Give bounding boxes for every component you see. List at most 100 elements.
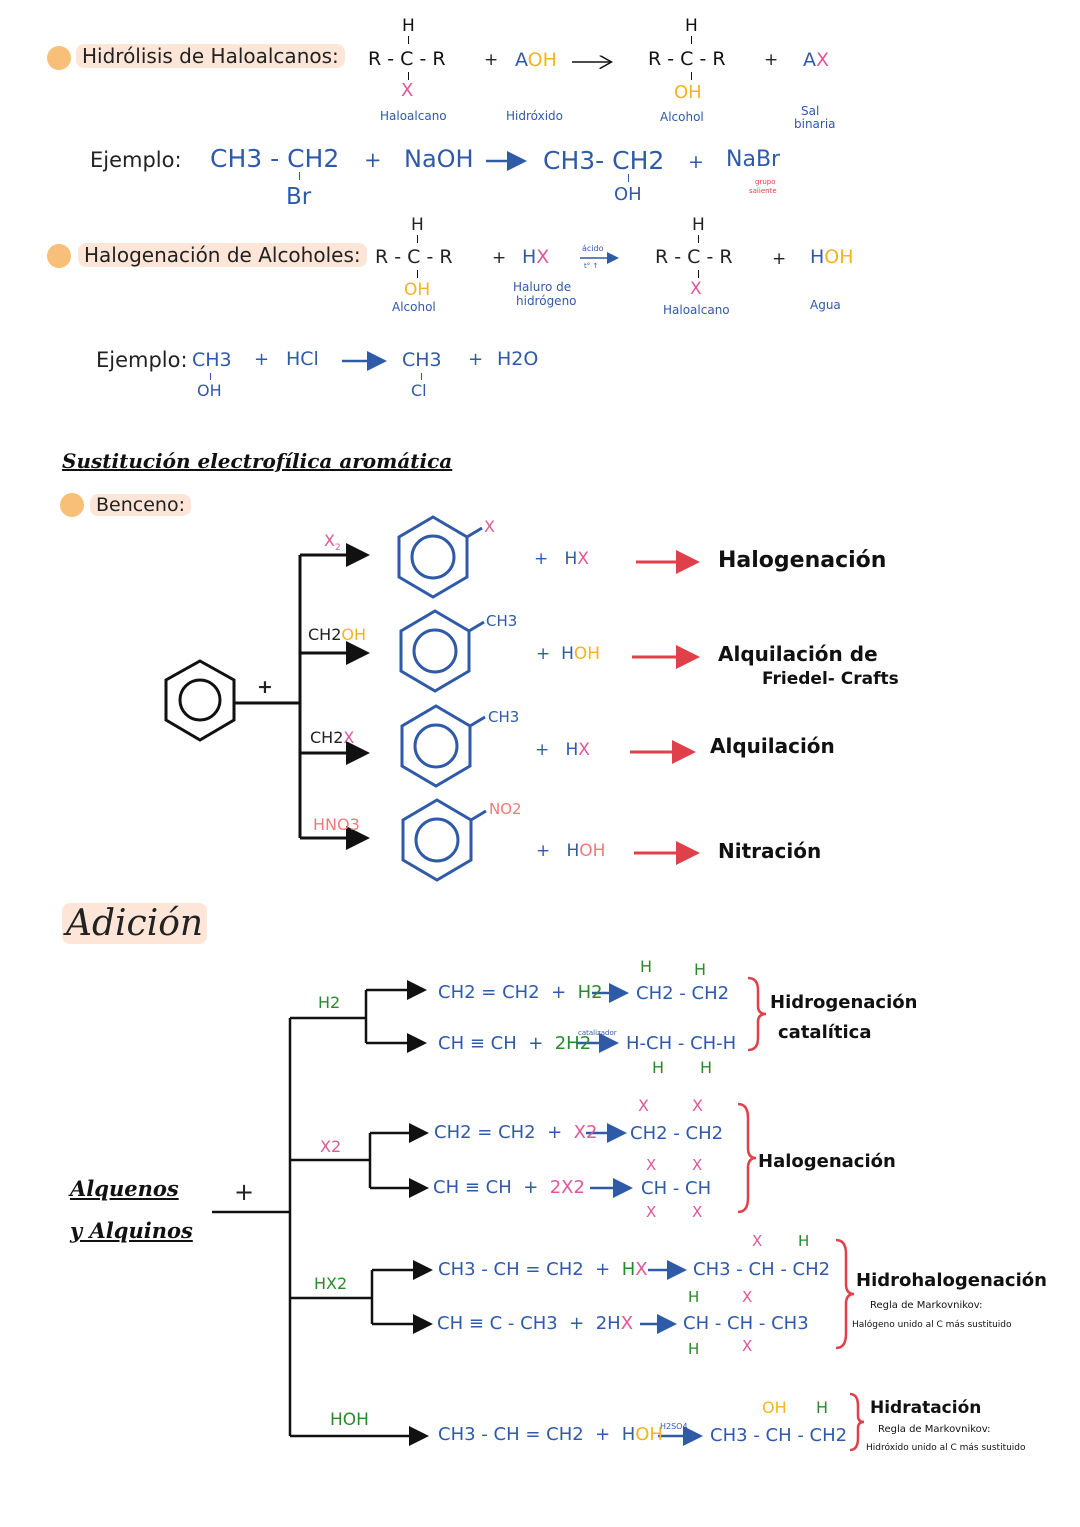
label-binaria: binaria — [794, 117, 836, 131]
hidrohalog-p1: CH3 - CH - CH2 — [693, 1259, 831, 1280]
condition-catalizador: catalizador — [578, 1029, 617, 1037]
plus-sign: + — [688, 151, 704, 173]
condition-h2so4: H2SO4 — [660, 1422, 688, 1431]
plus-sign: + — [772, 249, 787, 269]
x-atom: X — [742, 1288, 753, 1306]
example-oh: OH — [614, 184, 642, 205]
reagent-x2: X2 — [324, 531, 341, 554]
reaction-name-halogenacion: Halogenación — [718, 548, 887, 573]
x-atom: X — [692, 1203, 703, 1221]
h-atom: H — [640, 957, 653, 976]
h-atom: H — [685, 16, 698, 36]
example-oh: OH — [197, 381, 222, 400]
benzene-reactant — [164, 659, 236, 742]
example-h2o: H2O — [497, 348, 539, 370]
h-atom: H — [688, 1340, 700, 1358]
reaction-name-hidrogenacion: Hidrogenación — [770, 992, 918, 1013]
hydrog-r2: CH ≡ CH + 2H2 — [438, 1033, 592, 1054]
condition-acido: ácido — [582, 244, 604, 253]
label-sal: Sal — [801, 104, 820, 118]
benzene-products — [397, 515, 487, 882]
haloalkane-formula: R - C - R — [368, 48, 446, 70]
example-cl: Cl — [411, 381, 427, 400]
note-saliente: saliente — [749, 187, 777, 195]
reagent-hno3: HNO3 — [313, 815, 360, 834]
x-atom: X — [638, 1096, 649, 1115]
section-title-halogenacion-alcoholes: Halogenación de Alcoholes: — [78, 243, 367, 267]
bullet-dot — [47, 46, 71, 70]
h-atom: H — [402, 16, 415, 36]
plus-sign: + — [484, 50, 499, 70]
hx-formula: HX — [522, 246, 550, 268]
oh-group: OH — [404, 280, 431, 300]
reaction-name-alquilacion-fc: Alquilación de — [718, 642, 878, 666]
label-haloalcano: Haloalcano — [380, 109, 447, 123]
plus-sign: + — [257, 676, 273, 698]
h-atom: H — [694, 960, 707, 979]
example-nabr: NaBr — [726, 147, 781, 172]
x-atom: X — [690, 279, 702, 299]
note-markovnikov: Regla de Markovnikov: — [878, 1424, 991, 1435]
halog-p1: CH2 - CH2 — [630, 1123, 724, 1144]
label-alcohol: Alcohol — [392, 300, 436, 314]
plus-sign: + — [492, 248, 507, 268]
water-formula: HOH — [810, 246, 854, 268]
hidrohalog-r1: CH3 - CH = CH2 + HX — [438, 1259, 648, 1280]
salt-formula: AX — [803, 49, 830, 71]
hidrohalog-p2: CH - CH - CH3 — [683, 1313, 809, 1334]
h-atom: H — [692, 215, 705, 235]
reagent-hoh: HOH — [330, 1410, 369, 1430]
hydrog-r1: CH2 = CH2 + H2 — [438, 982, 603, 1003]
hydrog-p2: H-CH - CH-H — [626, 1033, 737, 1054]
section-title-sea: Sustitución electrofílica aromática — [62, 449, 453, 473]
oh-group: OH — [762, 1398, 787, 1417]
x-atom: X — [742, 1337, 753, 1355]
plus-sign: + — [234, 1178, 255, 1206]
x-atom: X — [401, 80, 414, 101]
byproduct-hx: + HX — [534, 549, 589, 569]
h-atom: H — [652, 1058, 665, 1077]
plus-sign: + — [468, 349, 484, 370]
reagent-hx2: HX2 — [314, 1274, 348, 1293]
plus-sign: + — [764, 50, 779, 70]
reagent-h2: H2 — [318, 993, 341, 1012]
h-atom: H — [798, 1232, 810, 1250]
reagent-ch2x: CH2X — [310, 728, 355, 747]
h-atom: H — [688, 1288, 700, 1306]
ejemplo-label: Ejemplo: — [90, 148, 182, 172]
byproduct-hoh: + HOH — [536, 841, 606, 861]
byproduct-hx: + HX — [535, 740, 590, 760]
oh-group: OH — [674, 82, 702, 103]
label-agua: Agua — [810, 298, 841, 312]
reaction-name-hidrohalogenacion: Hidrohalogenación — [856, 1270, 1047, 1291]
alcohol-formula: R - C - R — [648, 48, 726, 70]
reagent-x2: X2 — [320, 1137, 342, 1156]
plus-sign: + — [254, 349, 270, 370]
halog-p2: CH - CH — [641, 1178, 712, 1199]
hidratacion-p1: CH3 - CH - CH2 — [710, 1425, 848, 1446]
alcohol-formula: R - C - R — [375, 246, 453, 268]
byproduct-hoh: + HOH — [536, 644, 601, 664]
label-alquinos: y Alquinos — [70, 1218, 193, 1243]
x-atom: X — [692, 1096, 703, 1115]
ejemplo-label: Ejemplo: — [96, 348, 188, 372]
label-haluro: Haluro de — [513, 280, 572, 294]
bullet-dot — [47, 244, 71, 268]
substituent-ch3: CH3 — [488, 708, 520, 726]
bullet-dot — [60, 493, 84, 517]
h-atom: H — [411, 215, 424, 235]
example-br: Br — [286, 184, 312, 210]
note-hidroxido: Hidróxido unido al C más sustituido — [866, 1443, 1026, 1453]
section-title-adicion: Adición — [62, 903, 208, 944]
haloalkane-formula: R - C - R — [655, 246, 733, 268]
hydroxide-formula: AOH — [515, 49, 557, 71]
reagent-ch2oh: CH2OH — [308, 625, 367, 644]
reaction-name-hidratacion: Hidratación — [870, 1398, 982, 1418]
reaction-name-alquilacion: Alquilación — [710, 734, 835, 758]
benceno-label: Benceno: — [90, 494, 191, 516]
hydrog-p1: CH2 - CH2 — [636, 983, 730, 1004]
example-naoh: NaOH — [404, 145, 474, 173]
example-reactant: CH3 — [192, 349, 232, 371]
halog-r2: CH ≡ CH + 2X2 — [433, 1177, 585, 1198]
